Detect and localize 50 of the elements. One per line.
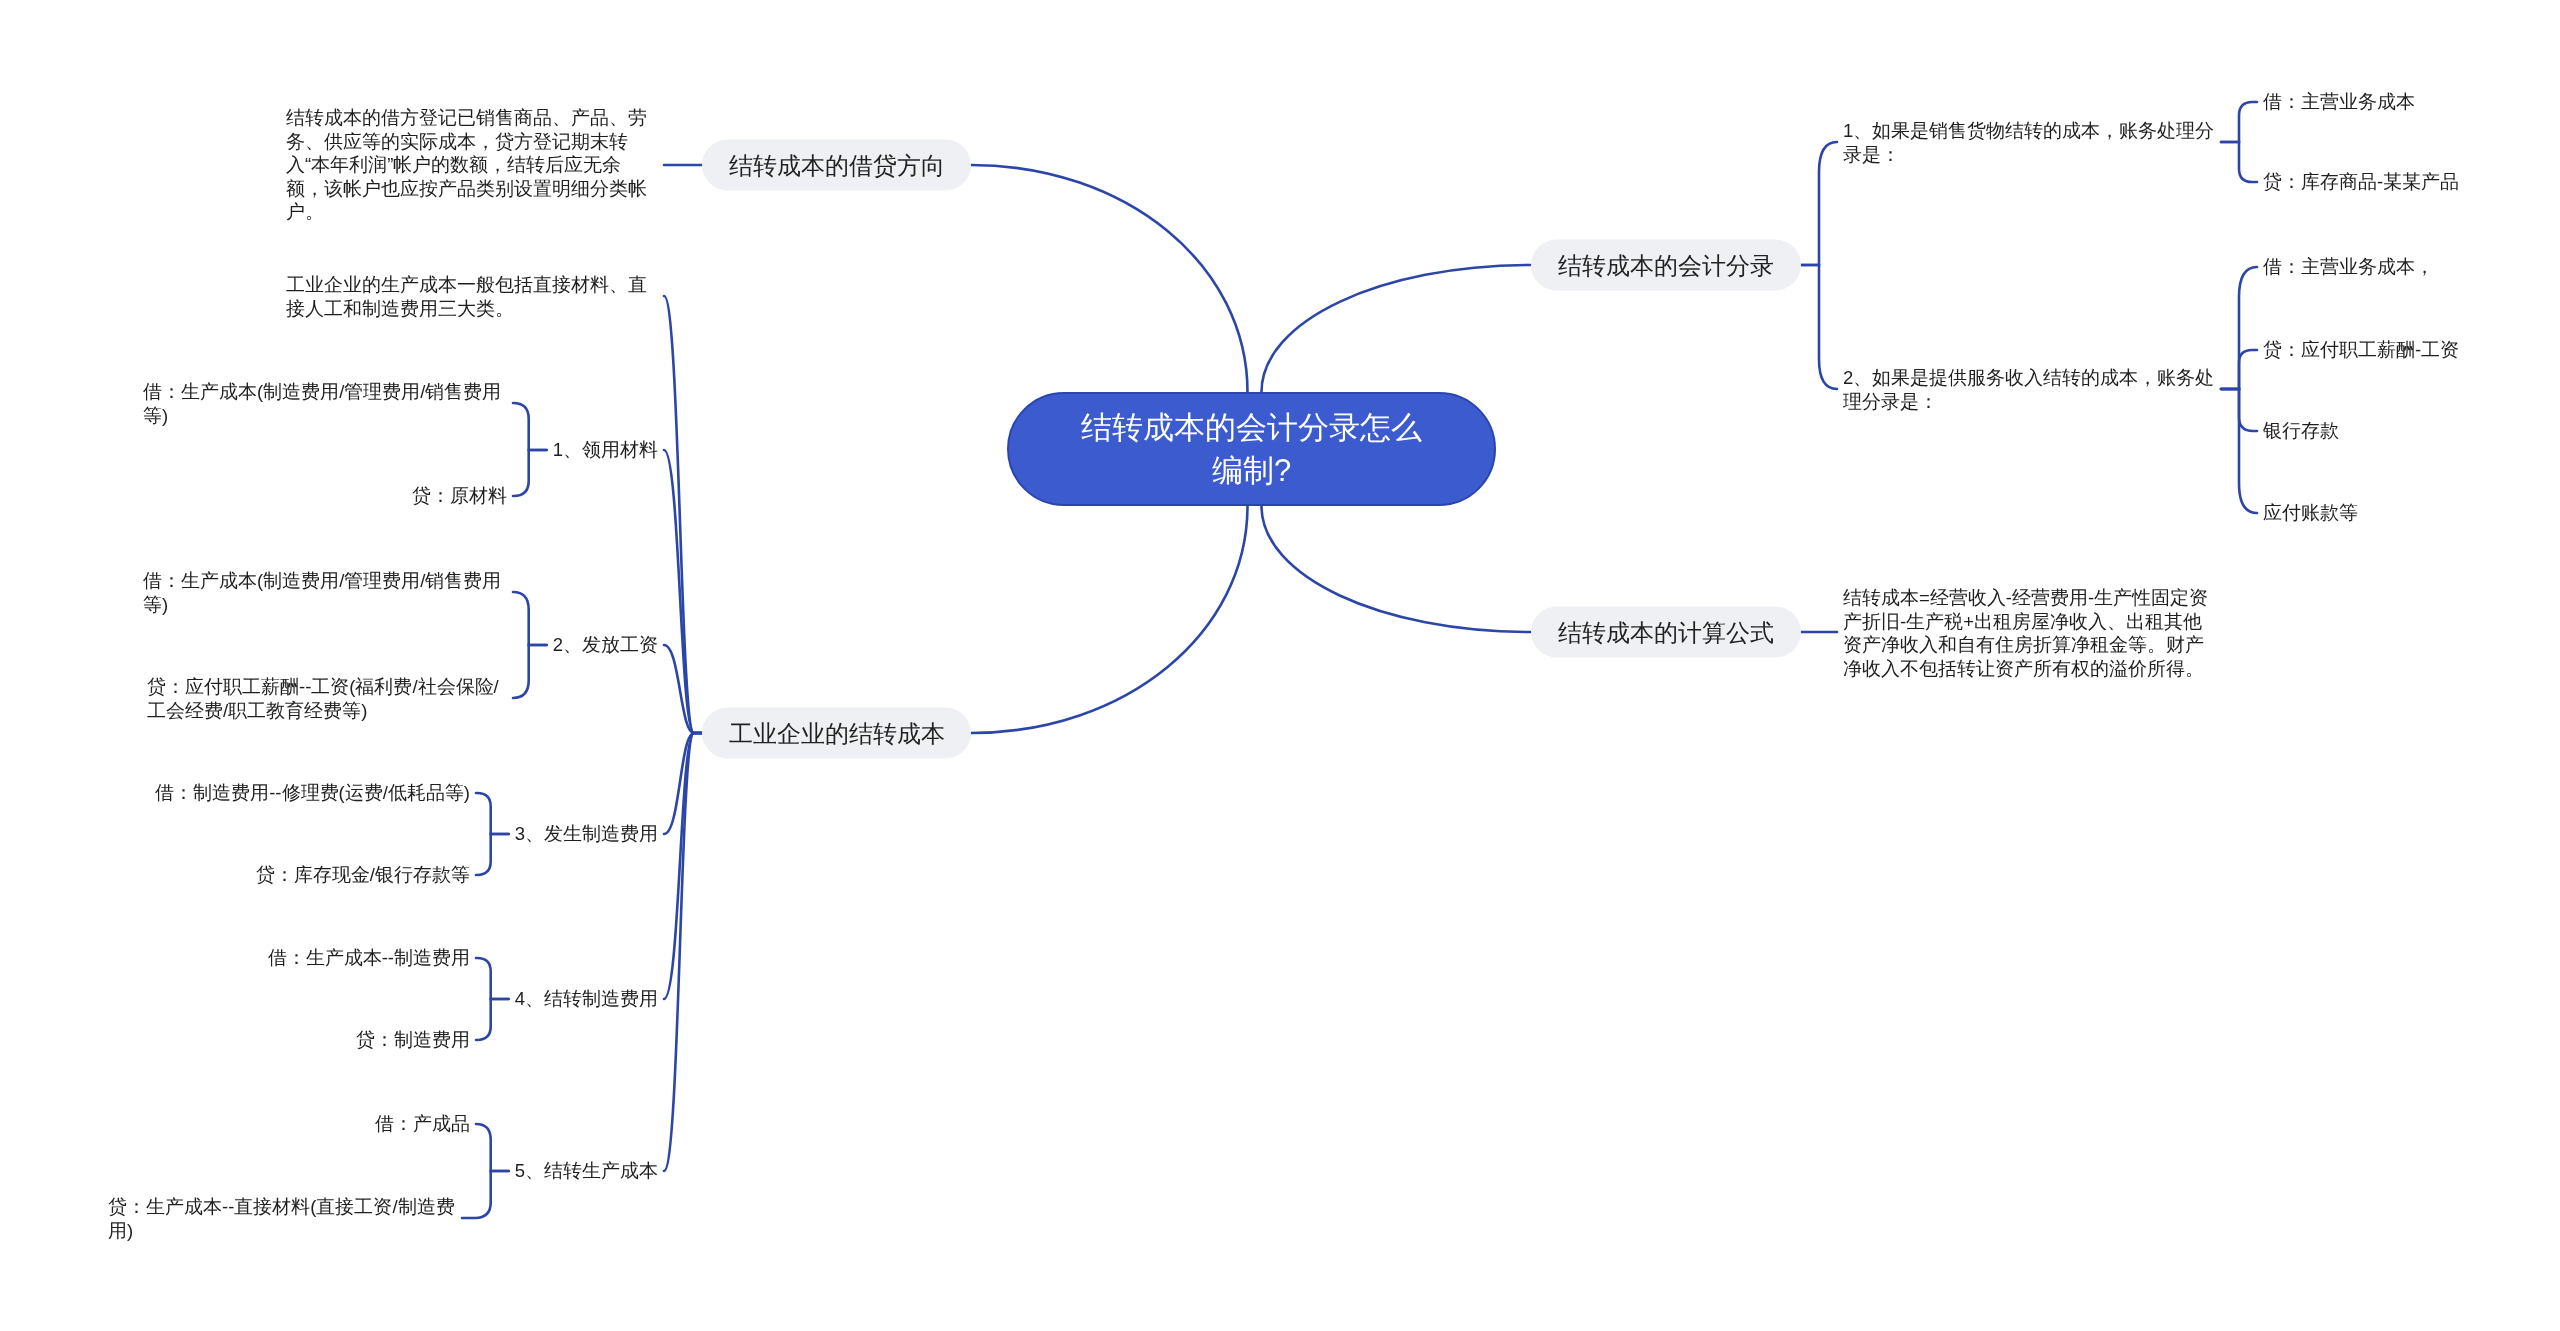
entry-text: 贷：库存商品-某某产品 [2257, 169, 2466, 195]
entry-text: 贷：应付职工薪酬--工资(福利费/社会保险/工会经费/职工教育经费等) [141, 673, 513, 723]
connector-line [969, 504, 1249, 735]
entry-text: 借：制造费用--修理费(运费/低耗品等) [149, 780, 476, 806]
topic-pill [702, 707, 971, 759]
subtopic-text: 4、结转制造费用 [508, 986, 664, 1012]
connector-line [969, 163, 1249, 394]
subtopic-text: 1、如果是销售货物结转的成本，账务处理分录是： [1837, 117, 2221, 167]
topic-pill [702, 139, 971, 191]
connector-line [1260, 504, 1533, 634]
entry-text: 贷：库存现金/银行存款等 [249, 862, 476, 888]
entry-text: 借：生产成本--制造费用 [261, 945, 476, 971]
topic-label: 结转成本的计算公式 [1558, 617, 1774, 647]
connector-line [2219, 387, 2259, 515]
subtopic-text: 5、结转生产成本 [508, 1158, 664, 1184]
connector-line [511, 448, 548, 498]
note-text: 工业企业的生产成本一般包括直接材料、直接人工和制造费用三大类。 [280, 271, 664, 321]
entry-text: 应付账款等 [2257, 500, 2364, 526]
connector-line [1799, 263, 1839, 391]
connector-line [662, 163, 704, 167]
entry-text: 贷：应付职工薪酬-工资 [2257, 337, 2466, 363]
entry-text: 贷：生产成本--直接材料(直接工资/制造费用) [102, 1193, 462, 1243]
entry-text: 银行存款 [2257, 418, 2345, 444]
entry-text: 借：主营业务成本 [2257, 89, 2421, 115]
connector-line [474, 997, 510, 1042]
topic-label: 结转成本的借贷方向 [728, 150, 945, 180]
topic-pill [1531, 239, 1801, 291]
note-text: 结转成本的借方登记已销售商品、产品、劳务、供应等的实际成本，贷方登记期末转入“本年利润”帐户的数额，结转后应无余额，该帐户也应按产品类别设置明细分类帐户。 [280, 105, 664, 225]
topic-pill [1531, 606, 1801, 658]
entry-text: 借：生产成本(制造费用/管理费用/销售费用等) [137, 378, 513, 428]
entry-text: 借：主营业务成本， [2257, 254, 2440, 280]
subtopic-text: 2、如果是提供服务收入结转的成本，账务处理分录是： [1837, 364, 2221, 414]
connector-line [1799, 630, 1839, 634]
subtopic-text: 2、发放工资 [546, 632, 664, 658]
entry-text: 借：产成品 [369, 1111, 476, 1137]
entry-text: 贷：制造费用 [350, 1027, 476, 1053]
subtopic-text: 3、发生制造费用 [508, 821, 664, 847]
entry-text: 贷：原材料 [406, 483, 513, 509]
note-text: 结转成本=经营收入-经营费用-生产性固定资产折旧-生产税+出租房屋净收入、出租其他资产净收入和自有住房折算净租金等。财产净收入不包括转让资产所有权的溢价所得。 [1837, 585, 2221, 681]
connector-line [511, 643, 548, 700]
topic-label: 结转成本的会计分录 [1558, 250, 1774, 280]
connector-line [2219, 140, 2259, 184]
central-topic-label: 结转成本的会计分录怎么编制? [1080, 409, 1423, 490]
connector-line [662, 731, 704, 1173]
connector-line [1260, 263, 1533, 394]
connector-line [474, 832, 510, 877]
subtopic-text: 1、领用材料 [546, 437, 664, 463]
topic-label: 工业企业的结转成本 [728, 718, 945, 748]
connector-line [460, 1169, 510, 1220]
entry-text: 借：生产成本(制造费用/管理费用/销售费用等) [137, 567, 513, 617]
